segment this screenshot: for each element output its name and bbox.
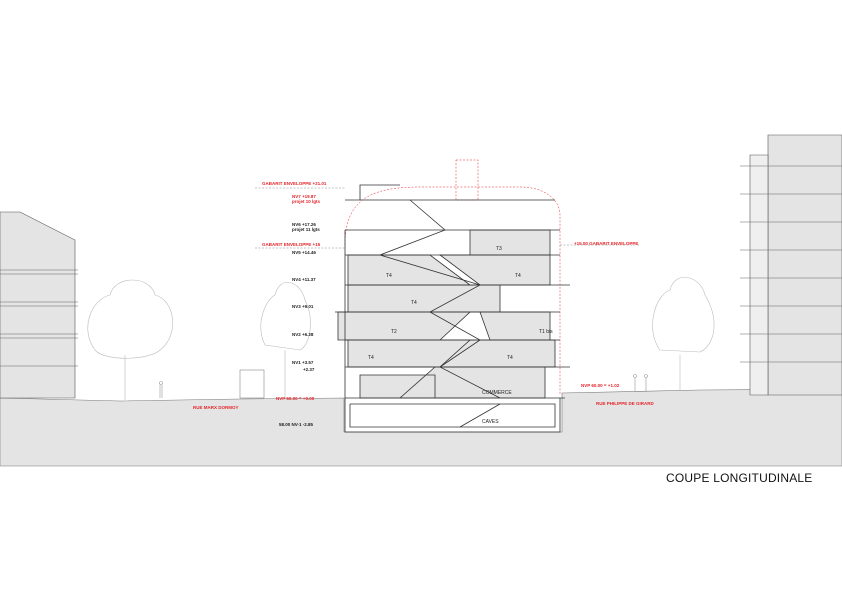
- level-nv3: NV3 +9.01: [292, 304, 314, 309]
- level-gabarit-right: +15.00 GABARIT ENVELOPPE: [574, 241, 639, 246]
- level-nv1b: +2.37: [303, 367, 315, 372]
- level-nvp-right: NVP 60.00 = +1.02: [581, 383, 620, 388]
- level-nv4: NV4 +11.37: [292, 277, 316, 282]
- left-neighbour-building: [0, 211, 78, 399]
- room-label: T2: [391, 329, 397, 335]
- level-gabarit-top: GABARIT ENVELOPPE +21.01: [262, 181, 327, 186]
- room-label-commerce: COMMERCE: [482, 390, 512, 396]
- room-label: T3: [496, 246, 502, 252]
- room-label: T4: [368, 355, 374, 361]
- bus-icon: [239, 369, 265, 399]
- level-nv7-note: projet 10 lgts: [292, 199, 321, 204]
- gabarit-envelope: [255, 159, 640, 395]
- drawing-title: COUPE LONGITUDINALE: [666, 471, 813, 485]
- level-nv6-note: projet 11 lgts: [292, 227, 320, 232]
- street-left: RUE MARX DORMOY: [193, 405, 239, 410]
- level-nvp-left: NVP 60.00 = +0.00: [276, 396, 315, 401]
- level-gabarit-15: GABARIT ENVELOPPE +15: [262, 242, 321, 247]
- tree-icon: [87, 276, 715, 400]
- room-label: T4: [507, 355, 513, 361]
- level-nv1: NV1 +3.57: [292, 360, 314, 365]
- main-building: [335, 184, 570, 433]
- room-label: T4: [515, 273, 521, 279]
- room-label-caves: CAVES: [482, 419, 499, 425]
- level-nv-minus1: 58.00 NV-1 -2.85: [279, 422, 314, 427]
- level-nv7: NV7 +19.87: [292, 194, 316, 199]
- room-label: T1 bis: [539, 329, 553, 335]
- room-label: T4: [411, 300, 417, 306]
- street-right: RUE PHILIPPE DE GIRARD: [596, 401, 654, 406]
- level-nv5: NV5 +14.46: [292, 250, 316, 255]
- right-neighbour-building: [740, 134, 842, 396]
- ground: [0, 388, 842, 467]
- level-nv2: NV2 +6.28: [292, 332, 314, 337]
- person-icon: [159, 374, 648, 398]
- room-label: T4: [386, 273, 392, 279]
- level-nv6: NV6 +17.26: [292, 222, 316, 227]
